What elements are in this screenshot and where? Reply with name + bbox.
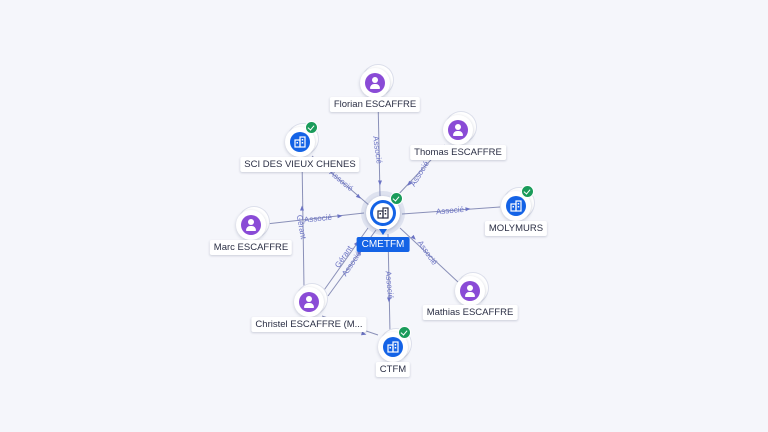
node-circle[interactable] [294, 287, 324, 317]
edge-arrow-icon [355, 193, 361, 199]
edge-marc-center [265, 212, 365, 225]
building-icon [506, 196, 526, 216]
edge-center-molymurs [401, 206, 501, 215]
person-icon [448, 120, 468, 140]
edge-arrow-icon [407, 180, 413, 186]
person-icon [299, 292, 319, 312]
edge-arrow-icon [337, 214, 343, 219]
node-label[interactable]: CTFM [375, 362, 411, 377]
node-label[interactable]: Christel ESCAFFRE (M... [251, 317, 367, 332]
node-circle[interactable] [236, 210, 266, 240]
building-icon [383, 337, 403, 357]
node-circle[interactable] [360, 68, 390, 98]
edge-arrow-icon [410, 234, 416, 240]
edge-arrow-icon [300, 205, 304, 211]
edge-label: Gérant [295, 214, 308, 240]
edge-label: Associé [304, 213, 333, 225]
building-icon [370, 200, 396, 226]
person-icon [365, 73, 385, 93]
node-circle[interactable] [455, 276, 485, 306]
verified-check-icon [521, 185, 534, 198]
person-icon [460, 281, 480, 301]
edge-label: Associé [436, 205, 465, 216]
node-label[interactable]: Marc ESCAFFRE [209, 240, 293, 255]
pin-tip-icon [379, 229, 387, 235]
edge-label: Associé [384, 271, 395, 300]
node-label[interactable]: Florian ESCAFFRE [329, 97, 421, 112]
node-label[interactable]: Mathias ESCAFFRE [422, 305, 518, 320]
edge-florian-center [377, 97, 381, 197]
edge-arrow-icon [465, 207, 471, 212]
verified-check-icon [398, 326, 411, 339]
edge-label: Associé [408, 159, 431, 188]
edge-label: Associé [416, 239, 440, 268]
center-node-ring[interactable] [366, 196, 400, 230]
building-icon [290, 132, 310, 152]
center-node-label[interactable]: CMETFM [356, 237, 410, 252]
person-icon [241, 215, 261, 235]
node-circle[interactable] [501, 191, 531, 221]
verified-check-icon [390, 192, 403, 205]
edge-arrow-icon [378, 180, 382, 186]
node-label[interactable]: Thomas ESCAFFRE [410, 145, 506, 160]
edge-mathias-center [399, 227, 459, 283]
node-circle[interactable] [443, 115, 473, 145]
node-label[interactable]: MOLYMURS [484, 221, 548, 236]
edge-label: Associé [371, 135, 384, 165]
verified-check-icon [305, 121, 318, 134]
edge-arrow-icon [387, 297, 391, 303]
node-label[interactable]: SCI DES VIEUX CHENES [240, 157, 360, 172]
edge-label: Associé [328, 168, 356, 193]
edge-arrow-icon [361, 331, 367, 336]
edge-christel-sci [301, 157, 305, 288]
